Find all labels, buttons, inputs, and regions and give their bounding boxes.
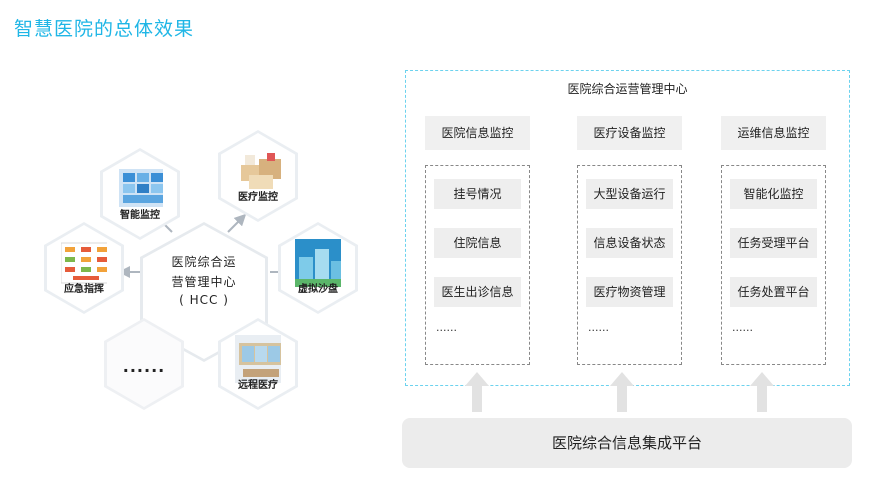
hex-label-smart-monitoring: 智能监控 [120,210,160,221]
hub-line-1: 医院综合运 [171,255,237,269]
integration-platform-bar: 医院综合信息集成平台 [402,418,852,468]
column-item: 信息设备状态 [586,228,673,258]
column-header-hospital-info: 医院信息监控 [425,116,530,150]
column-item: 住院信息 [434,228,521,258]
hex-label-emergency-command: 应急指挥 [64,284,104,295]
column-item: 智能化监控 [730,179,817,209]
up-arrow-icon [750,372,774,412]
hex-smart-monitoring[interactable]: 智能监控 [100,148,180,240]
hex-virtual-sandbox[interactable]: 虚拟沙盘 [278,222,358,314]
column-item: 医生出诊信息 [434,277,521,307]
video-conference-thumbnail [235,335,281,383]
screen-wall-thumbnail [117,165,163,213]
hex-label-medical-monitoring: 医疗监控 [238,192,278,203]
column-more: ...... [588,321,609,334]
column-item: 大型设备运行 [586,179,673,209]
building-3d-thumbnail [295,239,341,287]
up-arrow-icon [465,372,489,412]
hex-more-dots: ...... [122,357,166,376]
column-item: 任务处置平台 [730,277,817,307]
hex-telemedicine[interactable]: 远程医疗 [218,318,298,410]
hex-more: ...... [104,318,184,410]
column-item: 任务受理平台 [730,228,817,258]
hex-label-virtual-sandbox: 虚拟沙盘 [298,284,338,295]
hub-line-2: 营管理中心 [171,275,237,289]
up-arrow-icon [610,372,634,412]
hex-label-telemedicine: 远程医疗 [238,380,278,391]
column-more: ...... [436,321,457,334]
medical-supplies-thumbnail [235,147,281,195]
hub-line-3: ( HCC ) [179,293,229,307]
hex-emergency-command[interactable]: 应急指挥 [44,222,124,314]
panel-title: 医院综合运营管理中心 [567,82,688,96]
page-title: 智慧医院的总体效果 [14,18,195,40]
column-box-medical-equipment: 大型设备运行 信息设备状态 医疗物资管理 ...... [577,165,682,365]
column-box-hospital-info: 挂号情况 住院信息 医生出诊信息 ...... [425,165,530,365]
flowchart-thumbnail [61,239,107,287]
column-header-ops-info: 运维信息监控 [721,116,826,150]
column-header-medical-equipment: 医疗设备监控 [577,116,682,150]
column-box-ops-info: 智能化监控 任务受理平台 任务处置平台 ...... [721,165,826,365]
column-more: ...... [732,321,753,334]
column-item: 挂号情况 [434,179,521,209]
column-item: 医疗物资管理 [586,277,673,307]
